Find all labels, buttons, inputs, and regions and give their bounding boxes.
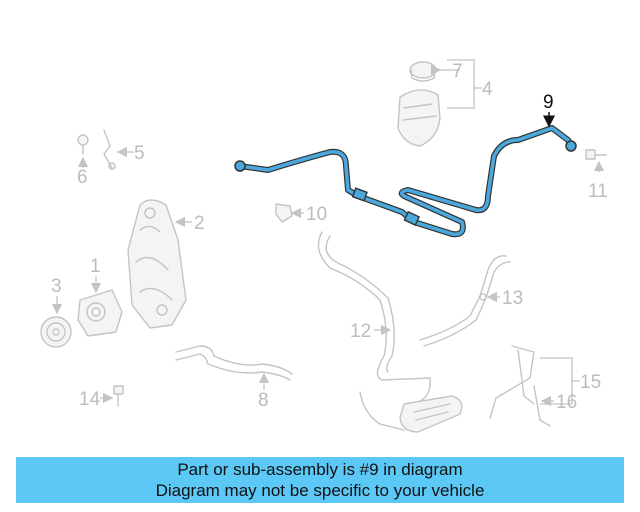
info-banner: Part or sub-assembly is #9 in diagram Di…	[16, 457, 624, 503]
part-2-mount	[127, 199, 192, 329]
callout-2: 2	[194, 213, 205, 234]
part-11-bolt	[585, 149, 607, 172]
callout-8: 8	[258, 390, 269, 411]
part-4-reservoir	[397, 59, 482, 147]
callout-5: 5	[134, 143, 145, 164]
callout-1: 1	[90, 256, 101, 277]
callout-16: 16	[556, 392, 577, 413]
callout-4: 4	[482, 79, 493, 100]
part-14-bolt	[100, 385, 124, 407]
part-9-power-steering-hose[interactable]	[234, 112, 577, 238]
callout-11: 11	[588, 181, 608, 202]
part-16-bracket	[533, 385, 554, 427]
part-12-cooler-line	[317, 231, 463, 433]
callout-9: 9	[543, 92, 554, 113]
part-7-reservoir-cap	[409, 61, 460, 82]
callout-12: 12	[350, 321, 371, 342]
part-5-bracket	[103, 129, 134, 170]
callout-15: 15	[580, 372, 601, 393]
banner-line-2: Diagram may not be specific to your vehi…	[155, 481, 485, 500]
part-8-hose	[175, 345, 293, 390]
callout-7: 7	[452, 61, 463, 82]
callout-13: 13	[502, 288, 523, 309]
part-13-line	[419, 255, 511, 347]
banner-line-1: Part or sub-assembly is #9 in diagram	[177, 460, 463, 479]
callout-10: 10	[306, 204, 327, 225]
part-15-bracket	[489, 345, 580, 419]
part-3-pulley	[40, 296, 72, 348]
parts-diagram: 1 2 3 4 5 6 7 8 9 10 11 12 13 14 15 16	[40, 59, 608, 433]
callout-3: 3	[51, 276, 62, 297]
callout-6: 6	[77, 167, 88, 188]
part-1-pump	[77, 276, 123, 337]
part-6-bolt	[77, 134, 89, 168]
callout-14: 14	[79, 389, 101, 410]
part-10-clip	[275, 203, 304, 223]
